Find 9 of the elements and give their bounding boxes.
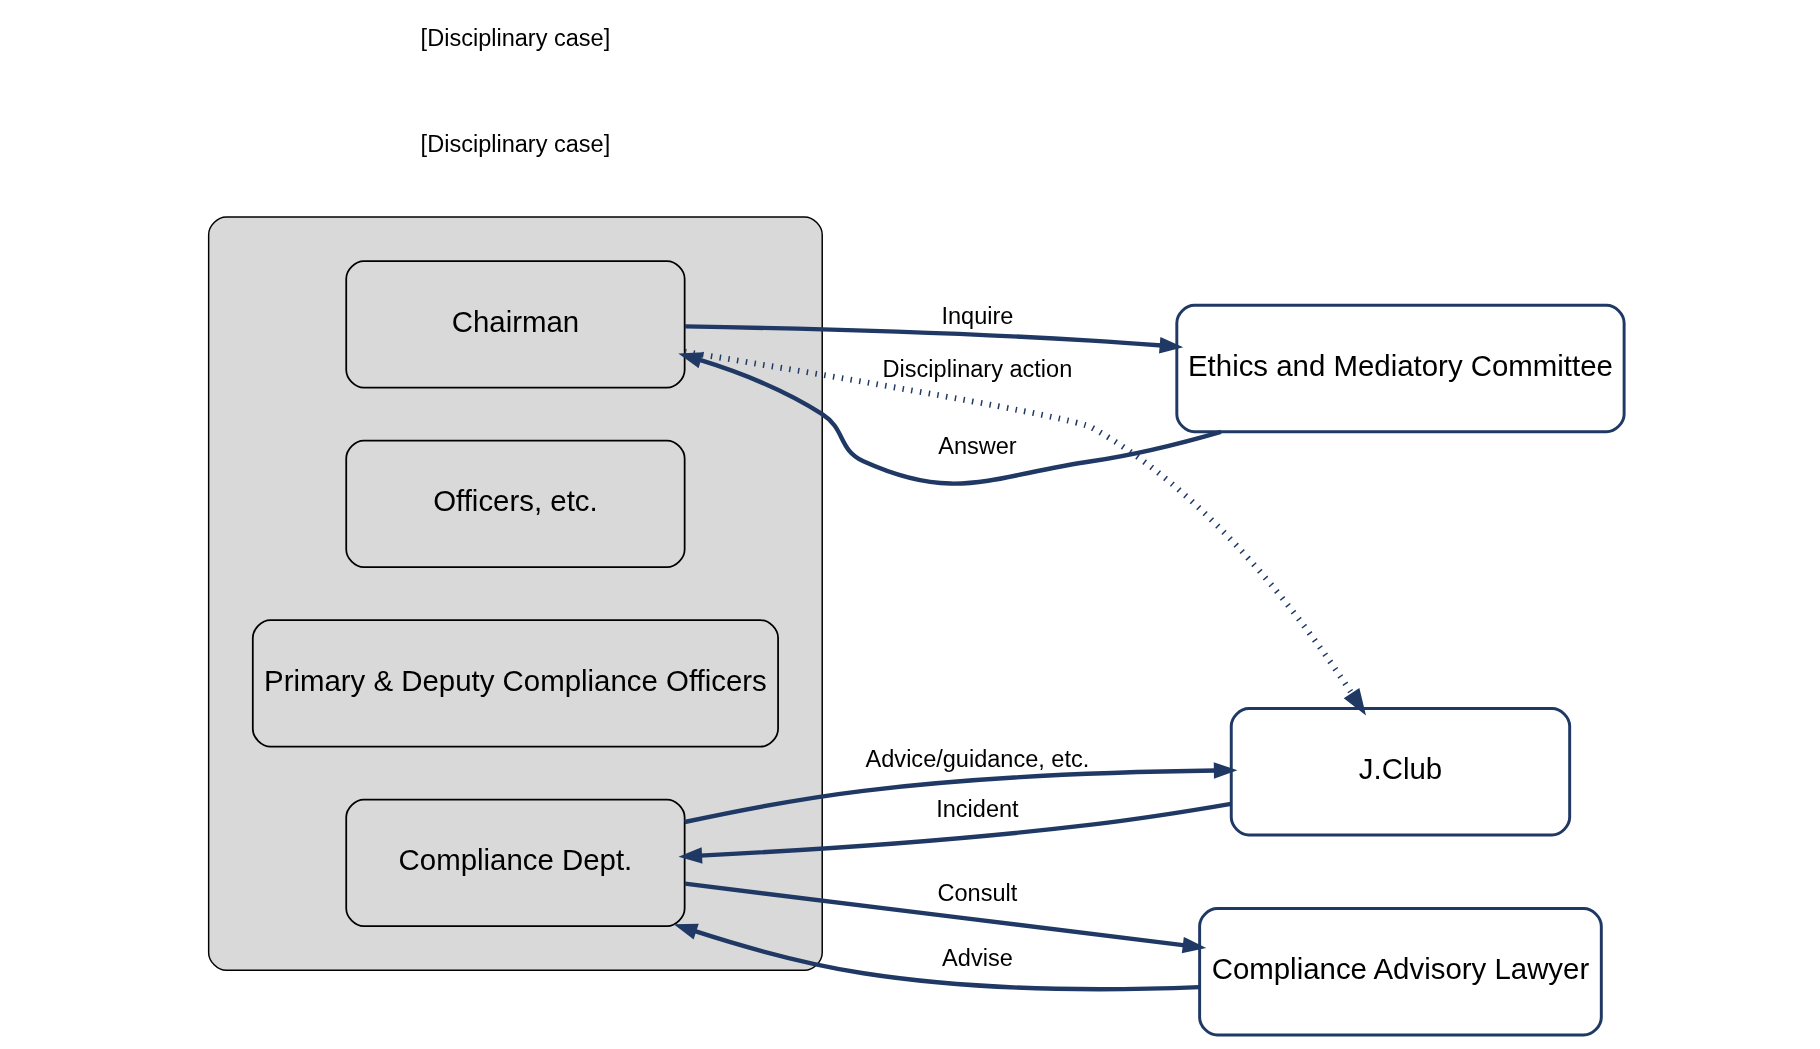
edge-label: Advice/guidance, etc.: [865, 745, 1089, 772]
edge-label: Incident: [935, 796, 1019, 823]
edge-label: Disciplinary action: [882, 356, 1072, 383]
edge-label: Inquire: [940, 303, 1013, 330]
label: [Disciplinary case]: [420, 130, 610, 157]
edge-label: Consult: [937, 879, 1017, 906]
edge-label: Answer: [937, 432, 1017, 459]
edge-label: Advise: [941, 944, 1013, 971]
label: [Disciplinary case]: [420, 25, 610, 52]
